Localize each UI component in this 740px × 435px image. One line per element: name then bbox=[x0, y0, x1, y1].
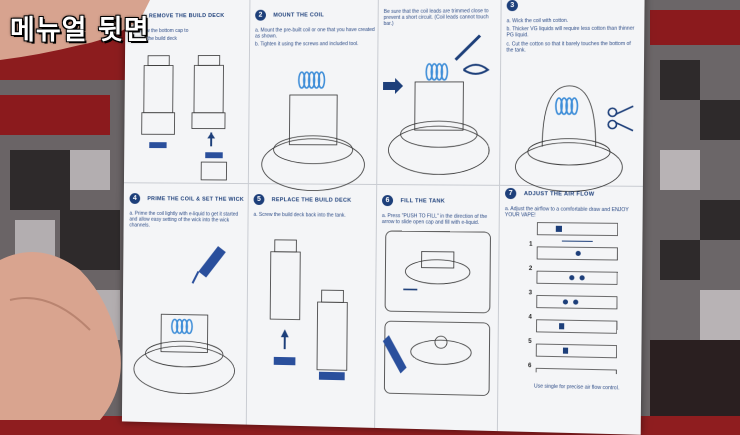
instruction-line: Be sure that the coil leads are trimmed … bbox=[383, 8, 489, 28]
step-panel-6: 6 FILL THE TANK a. Press "PUSH TO FILL" … bbox=[380, 192, 497, 405]
step-title: PRIME THE COIL & SET THE WICK bbox=[147, 195, 244, 203]
overlay-title: 메뉴얼 뒷면 bbox=[10, 15, 150, 46]
step-title: REPLACE THE BUILD DECK bbox=[271, 196, 352, 204]
step-instructions: a. Adjust the airflow to a comfortable d… bbox=[505, 206, 637, 220]
step-panel-1: 1 REMOVE THE BUILD DECK Unscrew the bott… bbox=[130, 7, 246, 197]
step-number: 2 bbox=[255, 10, 266, 21]
pliers-icon bbox=[464, 64, 488, 73]
airflow-level-label: 1 bbox=[529, 241, 533, 248]
instruction-line: b. Thicker VG liquids will require less … bbox=[506, 25, 635, 39]
replace-deck-illustration bbox=[252, 220, 374, 381]
arrow-right-icon bbox=[380, 77, 403, 94]
step-instructions: a. Press "PUSH TO FILL" in the direction… bbox=[382, 213, 497, 227]
instruction-line: a. Mount the pre-built coil or one that … bbox=[254, 27, 375, 40]
step-number: 7 bbox=[505, 188, 517, 200]
airflow-level-label: 5 bbox=[528, 338, 532, 345]
coil-mount-illustration bbox=[254, 50, 376, 200]
scissors-icon bbox=[608, 106, 633, 130]
step-instructions: a. Mount the pre-built coil or one that … bbox=[255, 27, 376, 48]
coil-icon bbox=[426, 63, 447, 79]
airflow-level-label: 2 bbox=[528, 265, 533, 273]
step-title: MOUNT THE COIL bbox=[273, 12, 325, 19]
prime-coil-illustration bbox=[128, 245, 246, 400]
step-panel-trim: Be sure that the coil leads are trimmed … bbox=[380, 5, 499, 185]
step-instructions: Be sure that the coil leads are trimmed … bbox=[384, 8, 499, 27]
eliquid-bottle-icon bbox=[198, 245, 226, 278]
instruction-line: b. Tighten it using the screws and inclu… bbox=[254, 41, 359, 48]
fill-tank-illustration bbox=[382, 227, 496, 400]
step-instructions: a. Wick the coil with cotton. b. Thicker… bbox=[506, 17, 638, 54]
step-panel-3: 3 a. Wick the coil with cotton. b. Thick… bbox=[505, 0, 638, 203]
step-instructions: a. Screw the build deck back into the ta… bbox=[253, 212, 374, 219]
fabric-pattern-right bbox=[640, 0, 740, 416]
step-panel-7: 7 ADJUST THE AIR FLOW a. Adjust the airf… bbox=[503, 185, 637, 420]
airflow-diagram bbox=[503, 221, 636, 375]
instruction-line: a. Press "PUSH TO FILL" in the direction… bbox=[381, 213, 488, 227]
coil-icon bbox=[556, 98, 578, 114]
step-number: 5 bbox=[253, 194, 265, 206]
instruction-line: a. Wick the coil with cotton. bbox=[506, 17, 569, 25]
airflow-level-label: 4 bbox=[528, 314, 532, 321]
manual-sheet: 1 REMOVE THE BUILD DECK Unscrew the bott… bbox=[121, 0, 645, 435]
step-instructions: a. Prime the coil lightly with e-liquid … bbox=[129, 211, 245, 230]
screwdriver-icon bbox=[456, 35, 480, 59]
coil-icon bbox=[299, 72, 325, 88]
coil-icon bbox=[172, 319, 192, 333]
fold-line bbox=[245, 0, 251, 425]
hand-top-left bbox=[0, 0, 150, 60]
wick-illustration bbox=[505, 55, 638, 198]
coil-trim-illustration bbox=[380, 29, 498, 180]
step-title: FILL THE TANK bbox=[400, 197, 446, 205]
step-panel-4: 4 PRIME THE COIL & SET THE WICK a. Prime… bbox=[128, 190, 246, 405]
airflow-level-label: 6 bbox=[527, 363, 532, 370]
step-number: 6 bbox=[382, 195, 394, 207]
instruction-line: a. Screw the build deck back into the ta… bbox=[253, 211, 346, 219]
airflow-note: Use single for precise air flow control. bbox=[533, 383, 620, 392]
step-title: REMOVE THE BUILD DECK bbox=[148, 12, 225, 20]
step-panel-2: 2 MOUNT THE COIL a. Mount the pre-built … bbox=[254, 6, 376, 205]
step-panel-5: 5 REPLACE THE BUILD DECK a. Screw the bu… bbox=[252, 191, 374, 396]
instruction-line: a. Adjust the airflow to a comfortable d… bbox=[504, 206, 629, 219]
instruction-line: c. Cut the cotton so that it barely touc… bbox=[506, 40, 631, 54]
step-number: 3 bbox=[506, 0, 518, 12]
step-number: 4 bbox=[129, 193, 141, 205]
instruction-line: a. Prime the coil lightly with e-liquid … bbox=[129, 210, 239, 229]
hand-bottom-left bbox=[0, 252, 121, 420]
step-title: ADJUST THE AIR FLOW bbox=[523, 190, 595, 198]
airflow-level-label: 3 bbox=[528, 290, 533, 297]
tank-disassembly-illustration bbox=[130, 44, 246, 192]
eliquid-bottle-icon bbox=[382, 335, 406, 374]
